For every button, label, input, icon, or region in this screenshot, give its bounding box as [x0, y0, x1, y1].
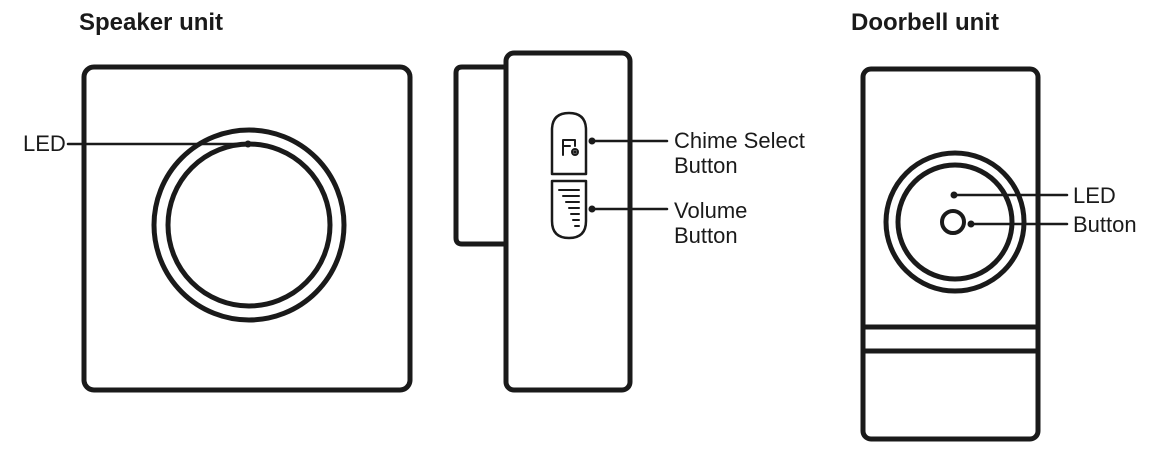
chime-select-label: Chime Select Button [674, 128, 805, 178]
speaker-unit-heading: Speaker unit [79, 9, 224, 36]
speaker-led-ring [151, 127, 347, 323]
volume-leader-dot [588, 205, 596, 213]
volume-label-line2: Button [674, 223, 738, 248]
speaker-unit-side [453, 50, 669, 393]
doorbell-outer-ring [883, 150, 1027, 294]
chime-leader-dot [588, 137, 596, 145]
speaker-inner-circle [165, 141, 333, 309]
speaker-housing [81, 64, 413, 393]
volume-button-shape [550, 179, 588, 240]
doorbell-band [860, 324, 1041, 354]
chime-select-label-line2: Button [674, 153, 738, 178]
speaker-side-clip [453, 64, 509, 247]
doorbell-housing [860, 66, 1041, 442]
doorbell-led-ring [895, 162, 1015, 282]
volume-button[interactable] [550, 179, 588, 240]
doorbell-button-label: Button [1073, 212, 1137, 237]
doorbell-unit [860, 66, 1069, 442]
speaker-side-body [503, 50, 633, 393]
speaker-led-dot [244, 140, 252, 148]
speaker-unit-front [66, 64, 413, 393]
volume-label-line1: Volume [674, 198, 748, 223]
doorbell-button-dot [967, 220, 975, 228]
chime-select-label-line1: Chime Select [674, 128, 805, 153]
doorbell-led-label: LED [1073, 183, 1116, 208]
chime-button-shape [550, 111, 588, 176]
doorbell-led-dot [950, 191, 958, 199]
volume-bars-icon [558, 189, 580, 227]
chime-select-button[interactable] [550, 111, 588, 176]
speaker-led-label: LED [23, 131, 66, 156]
doorbell-push-button[interactable] [940, 209, 966, 235]
volume-label: Volume Button [674, 198, 747, 248]
chime-select-icon [562, 139, 579, 156]
doorbell-unit-heading: Doorbell unit [851, 9, 999, 36]
